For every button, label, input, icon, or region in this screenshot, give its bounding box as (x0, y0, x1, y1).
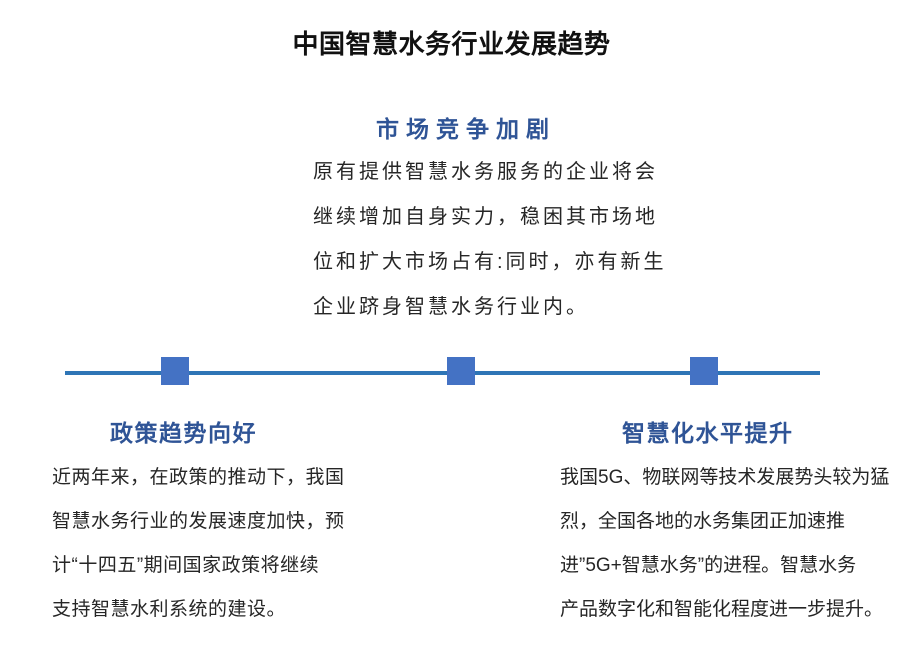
timeline-marker-2 (447, 357, 475, 385)
body-line: 智慧水务行业的发展速度加快，预 (52, 511, 345, 532)
body-line: 烈，全国各地的水务集团正加速推 (560, 511, 846, 532)
timeline-marker-1 (161, 357, 189, 385)
body-line: 企业跻身智慧水务行业内。 (313, 296, 589, 318)
body-line: 进”5G+智慧水务”的进程。智慧水务 (560, 555, 857, 576)
page-title: 中国智慧水务行业发展趋势 (292, 29, 611, 59)
section-heading-policy-trend: 政策趋势向好 (110, 420, 257, 446)
body-line: 产品数字化和智能化程度进一步提升。 (560, 599, 884, 620)
body-line: 位和扩大市场占有:同时，亦有新生 (313, 251, 667, 273)
section-body-market-competition: 原有提供智慧水务服务的企业将会 继续增加自身实力，稳困其市场地 位和扩大市场占有… (313, 150, 667, 330)
body-line: 近两年来，在政策的推动下，我国 (52, 467, 345, 488)
body-line: 计“十四五”期间国家政策将继续 (52, 555, 320, 576)
body-line: 继续增加自身实力，稳困其市场地 (313, 206, 658, 228)
section-body-smart-level: 我国5G、物联网等技术发展势头较为猛 烈，全国各地的水务集团正加速推 进”5G+… (560, 456, 889, 632)
body-line: 支持智慧水利系统的建设。 (52, 599, 287, 620)
timeline-line (65, 371, 820, 375)
section-body-policy-trend: 近两年来，在政策的推动下，我国 智慧水务行业的发展速度加快，预 计“十四五”期间… (52, 456, 345, 632)
section-heading-market-competition: 市场竞争加剧 (376, 116, 556, 142)
section-heading-smart-level: 智慧化水平提升 (622, 420, 794, 446)
timeline-marker-3 (690, 357, 718, 385)
body-line: 原有提供智慧水务服务的企业将会 (313, 161, 658, 183)
body-line: 我国5G、物联网等技术发展势头较为猛 (560, 467, 890, 488)
